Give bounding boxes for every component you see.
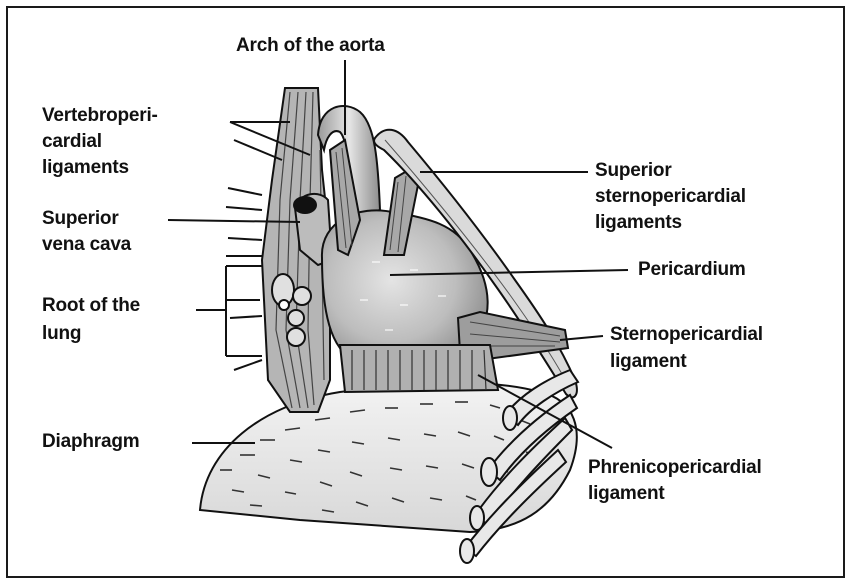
- label-sternopericardial-line1: Sternopericardial: [610, 323, 763, 347]
- label-root-of-lung-line2: lung: [42, 322, 81, 346]
- label-vertebropericardial-line1: Vertebroperi-: [42, 104, 158, 128]
- phrenicopericardial-ligament-shape: [340, 345, 498, 392]
- label-superior-sternopericardial-line2: sternopericardial: [595, 185, 746, 209]
- label-vertebropericardial-line3: ligaments: [42, 156, 129, 180]
- label-diaphragm: Diaphragm: [42, 430, 139, 454]
- label-root-of-lung-line1: Root of the: [42, 294, 140, 318]
- label-superior-sternopericardial-line3: ligaments: [595, 211, 682, 235]
- label-arch-of-aorta: Arch of the aorta: [236, 34, 385, 58]
- label-sternopericardial-line2: ligament: [610, 350, 687, 374]
- label-superior-vena-cava-line2: vena cava: [42, 233, 131, 257]
- label-phrenicopericardial-line2: ligament: [588, 482, 665, 506]
- label-phrenicopericardial-line1: Phrenicopericardial: [588, 456, 762, 480]
- label-pericardium: Pericardium: [638, 258, 746, 282]
- label-superior-sternopericardial-line1: Superior: [595, 159, 672, 183]
- label-superior-vena-cava-line1: Superior: [42, 207, 119, 231]
- label-vertebropericardial-line2: cardial: [42, 130, 102, 154]
